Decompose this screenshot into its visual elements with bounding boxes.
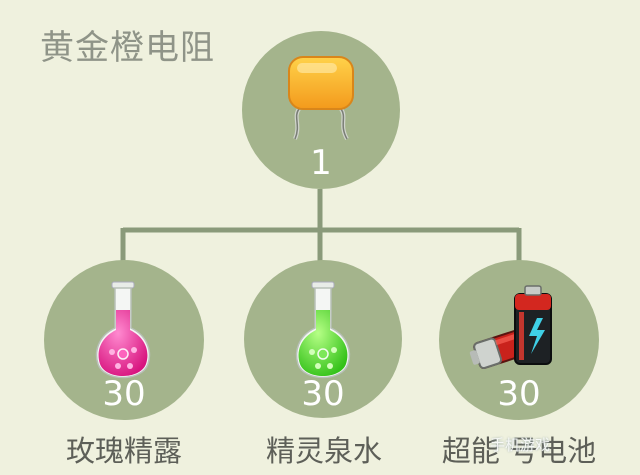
material-count-1: 30 bbox=[102, 374, 146, 414]
material-name-1: 玫瑰精露 bbox=[65, 434, 182, 468]
result-count: 1 bbox=[310, 143, 332, 183]
result-item-node[interactable]: 1 bbox=[242, 31, 400, 189]
material-name-3: 超能 号电池 bbox=[441, 434, 597, 468]
material-name-2: 精灵泉水 bbox=[265, 434, 382, 468]
orange-capacitor-icon bbox=[288, 56, 354, 140]
material-count-3: 30 bbox=[497, 374, 541, 414]
green-potion-flask-icon bbox=[295, 281, 351, 379]
batteries-icon bbox=[469, 285, 552, 370]
pink-potion-flask-icon bbox=[95, 281, 151, 379]
material-node-1[interactable]: 30 bbox=[44, 260, 204, 420]
material-count-2: 30 bbox=[301, 374, 345, 414]
recipe-title: 黄金橙电阻 bbox=[40, 28, 215, 68]
watermark: 手机游戏 bbox=[490, 436, 551, 454]
material-node-2[interactable]: 30 bbox=[244, 260, 402, 418]
material-node-3[interactable]: 30 bbox=[439, 260, 599, 420]
